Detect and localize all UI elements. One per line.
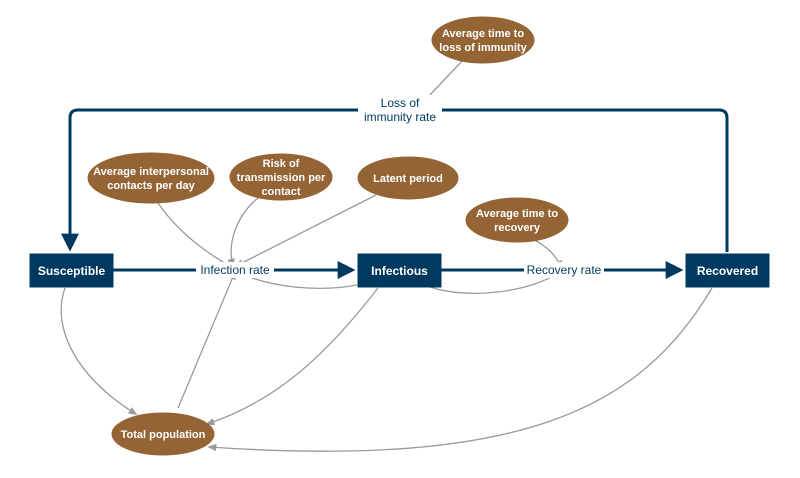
recovery-rate-label: Recovery rate	[527, 263, 602, 277]
link-infectious-to-recovery	[429, 270, 562, 294]
aux-average-time-to-recovery[interactable]: Average time to recovery	[465, 197, 569, 243]
link-risk-to-infection	[227, 194, 263, 268]
link-susceptible-to-population	[60, 287, 138, 415]
stock-infectious[interactable]: Infectious	[357, 253, 442, 288]
flow-label-infection-rate: Infection rate	[196, 262, 274, 278]
aux-average-time-to-loss-of-immunity[interactable]: Average time to loss of immunity	[431, 16, 535, 64]
aux-average-interpersonal-contacts[interactable]: Average interpersonal contacts per day	[87, 152, 215, 204]
aux-latent-period[interactable]: Latent period	[357, 156, 459, 200]
aux-contacts-line-1: Average interpersonal	[93, 166, 209, 178]
link-population-to-infection	[177, 270, 236, 409]
aux-contacts-line-2: contacts per day	[107, 180, 195, 192]
link-latent-to-infection	[234, 194, 377, 267]
aux-recovery-time-line-2: recovery	[494, 222, 541, 234]
aux-risk-line-2: transmission per	[237, 172, 326, 184]
link-recovered-to-population	[207, 287, 713, 452]
stock-recovered-label: Recovered	[697, 264, 758, 278]
flow-label-loss-of-immunity-rate: Loss of immunity rate	[358, 95, 442, 125]
infection-rate-label: Infection rate	[200, 263, 270, 277]
stock-recovered[interactable]: Recovered	[685, 253, 770, 288]
aux-latent-period-label: Latent period	[373, 173, 443, 185]
stock-susceptible-label: Susceptible	[38, 264, 106, 278]
loss-of-immunity-label-line-1: Loss of	[381, 96, 420, 110]
aux-total-population[interactable]: Total population	[111, 412, 215, 456]
aux-risk-of-transmission[interactable]: Risk of transmission per contact	[229, 153, 333, 201]
stock-susceptible[interactable]: Susceptible	[29, 253, 114, 288]
loss-of-immunity-label-line-2: immunity rate	[364, 110, 436, 124]
link-immunity-time-to-loss	[427, 59, 464, 98]
aux-immunity-time-line-2: loss of immunity	[439, 42, 527, 54]
stock-infectious-label: Infectious	[371, 264, 428, 278]
aux-total-population-label: Total population	[121, 429, 206, 441]
aux-recovery-time-line-1: Average time to	[476, 208, 558, 220]
aux-risk-line-1: Risk of	[263, 158, 300, 170]
link-infectious-to-population	[205, 287, 379, 426]
aux-immunity-time-line-1: Average time to	[442, 28, 524, 40]
link-contacts-to-infection	[157, 202, 235, 269]
aux-risk-line-3: contact	[261, 186, 300, 198]
flow-label-recovery-rate: Recovery rate	[524, 262, 604, 278]
